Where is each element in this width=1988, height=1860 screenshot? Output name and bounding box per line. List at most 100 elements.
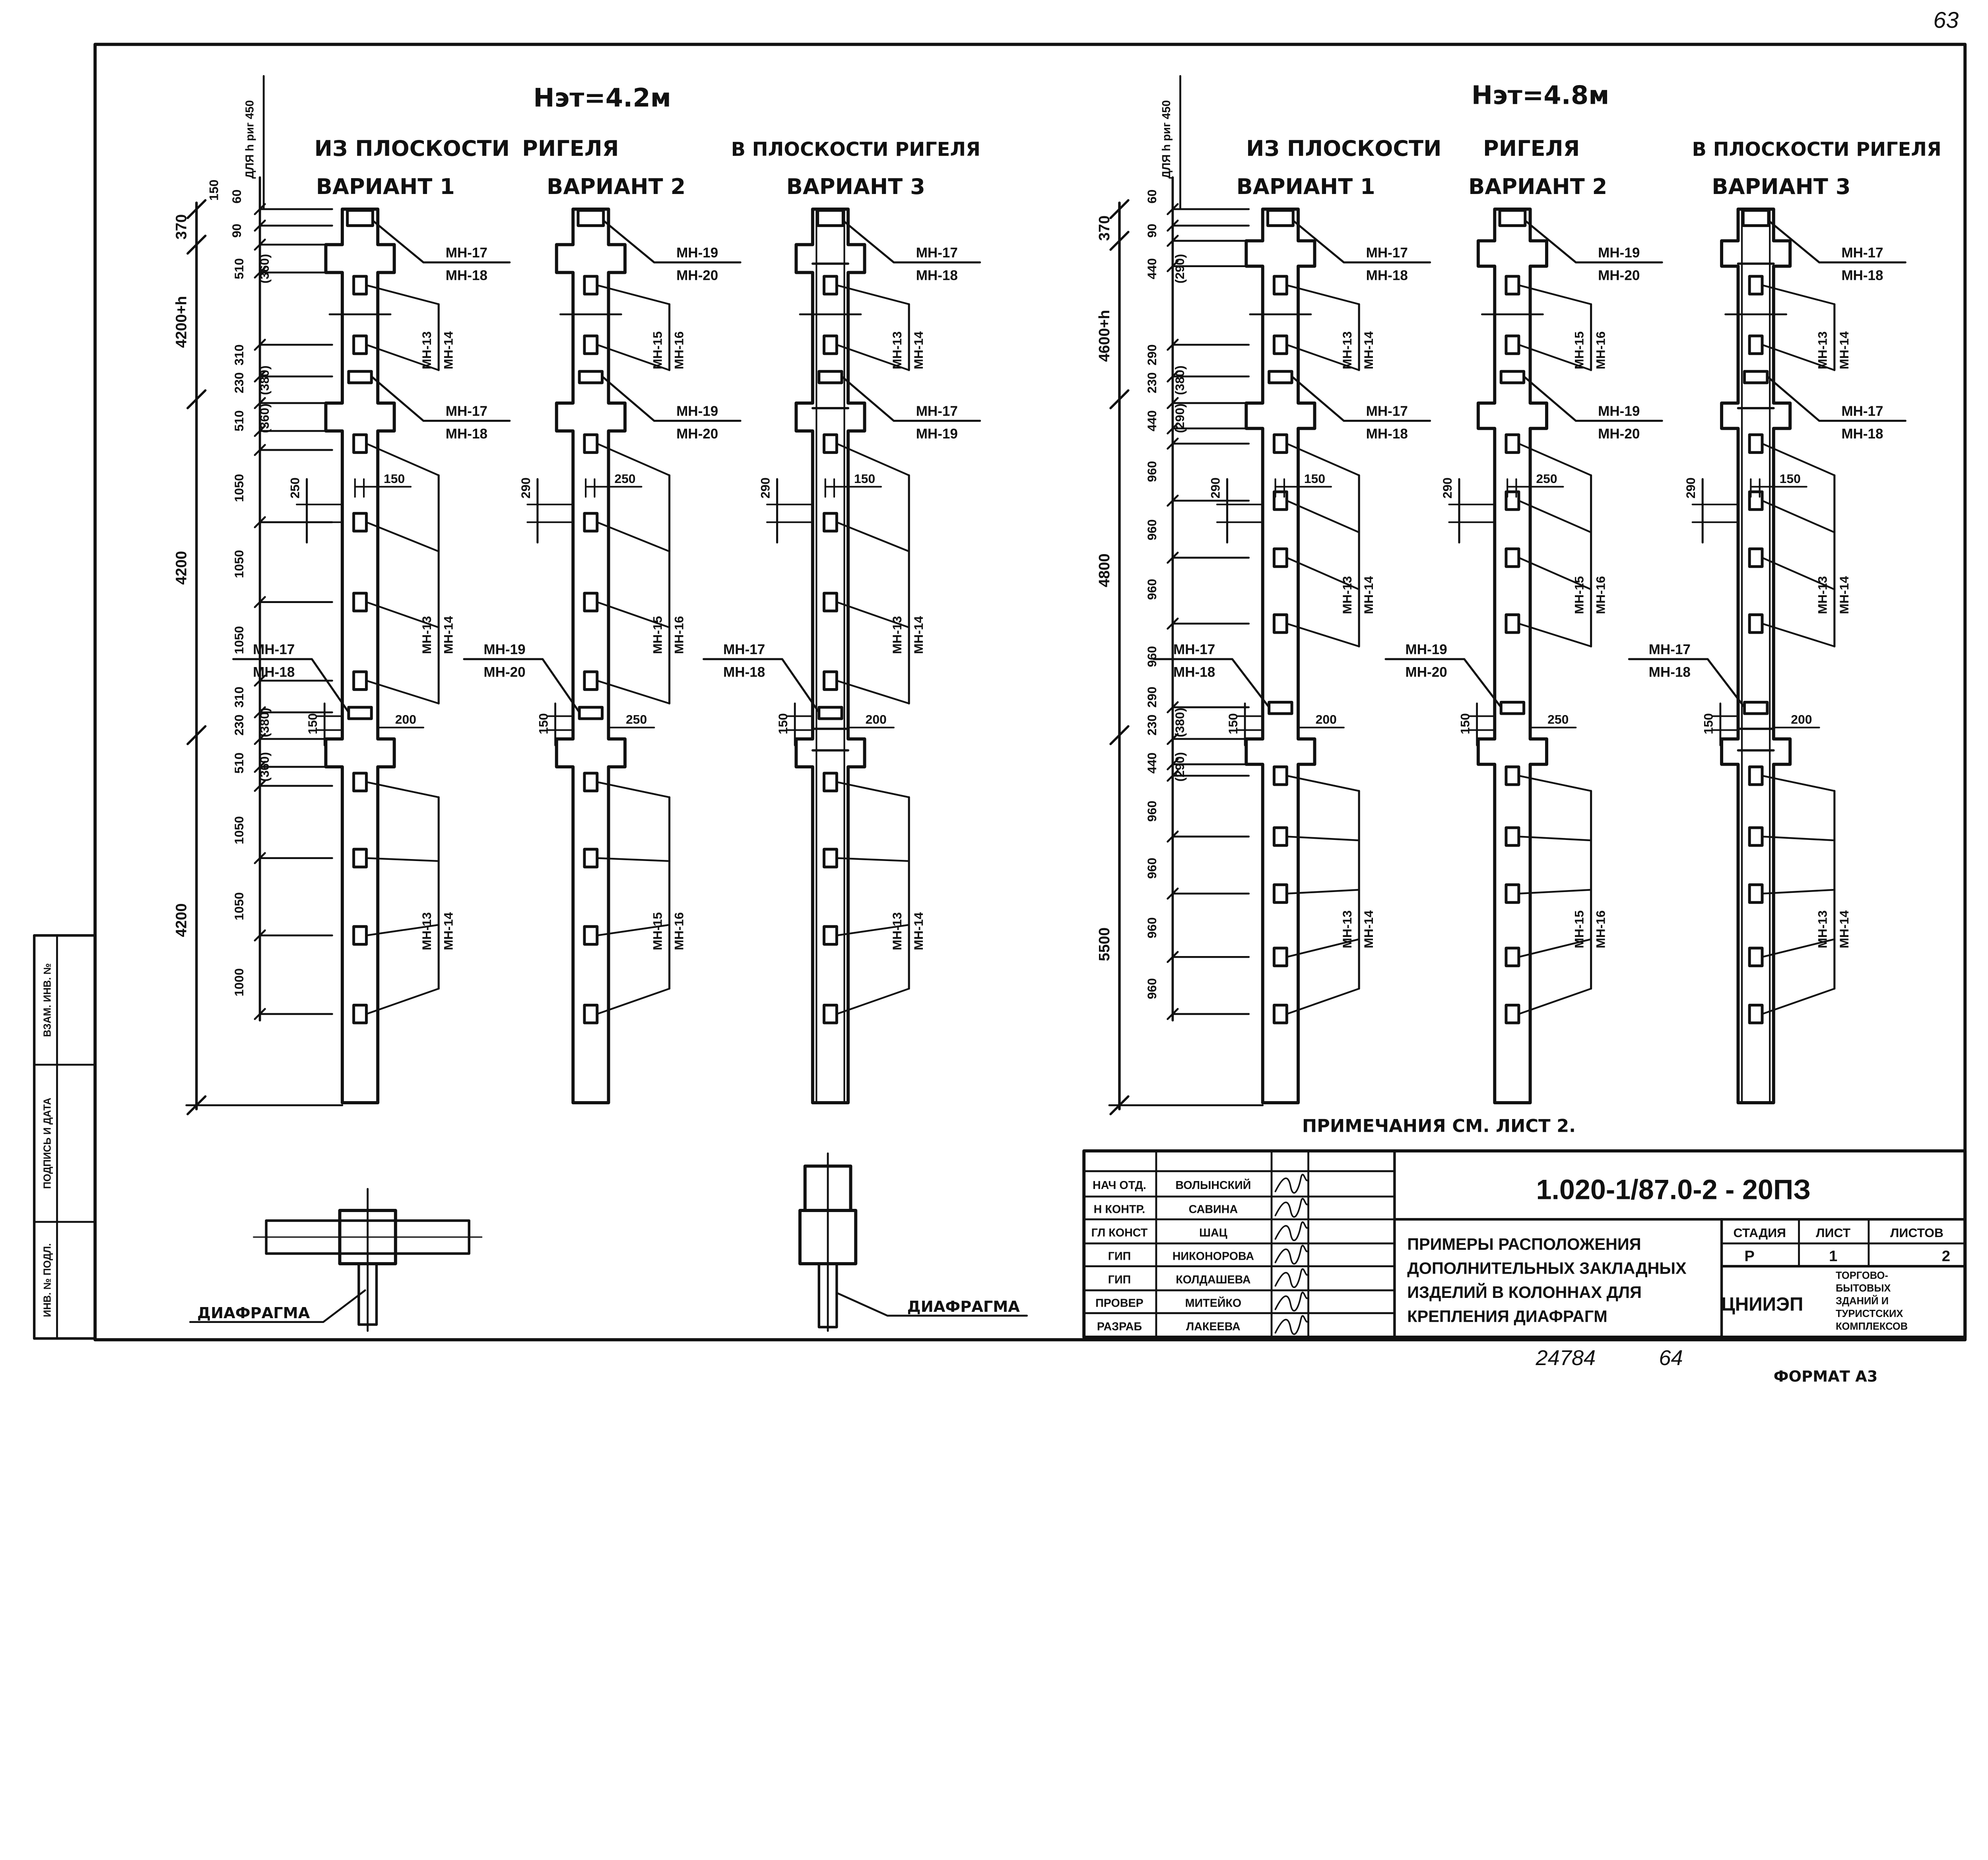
organization-subtitle-line: ЗДАНИЙ И	[1836, 1295, 1889, 1307]
leader-line	[1518, 889, 1592, 895]
mark-label: МН-17	[446, 245, 487, 260]
embedded-plate	[1748, 883, 1764, 904]
dimension-tick	[1167, 951, 1179, 963]
leader-line	[371, 219, 511, 264]
mark-label: МН-14	[1361, 576, 1376, 614]
leader-line	[596, 680, 670, 704]
dimension-label: 290	[518, 477, 533, 498]
leader-line	[596, 987, 670, 1015]
embedded-plate	[823, 433, 838, 454]
embedded-plate	[823, 275, 838, 296]
dimension-label: 200	[1791, 712, 1812, 727]
detail-diaphragm	[817, 1262, 838, 1329]
mark-label: МН-13	[419, 912, 434, 950]
embedded-plate	[1748, 275, 1764, 296]
mark-label: МН-17	[1649, 642, 1691, 657]
mark-label: МН-17	[723, 642, 765, 657]
embedded-plate	[352, 334, 368, 355]
organization: ЦНИИЭП	[1721, 1294, 1804, 1315]
mark-label: МН-20	[1598, 268, 1640, 283]
leader-line	[596, 284, 670, 305]
mark-label: МН-17	[1841, 245, 1883, 260]
diaphragm-label-left: ДИАФРАГМА	[197, 1304, 310, 1322]
mark-label: МН-17	[1366, 245, 1408, 260]
staff-name: ВОЛЫНСКИЙ	[1175, 1178, 1251, 1192]
mark-label: МН-19	[676, 245, 718, 260]
leader-line	[1524, 219, 1663, 264]
mark-label: МН-19	[676, 403, 718, 419]
leader-line	[1153, 658, 1270, 708]
mark-label: МН-18	[446, 268, 487, 283]
leader-line	[1761, 623, 1836, 648]
detail-sketch-right: ДИАФРАГМА	[798, 1152, 1028, 1332]
heading-out-of-plane-left: ИЗ ПЛОСКОСТИ	[315, 136, 510, 161]
leader-line	[836, 987, 910, 1015]
sheet-description-line: ДОПОЛНИТЕЛЬНЫХ ЗАКЛАДНЫХ	[1407, 1259, 1687, 1277]
leader-line	[1384, 658, 1502, 708]
embedded-plate	[352, 275, 368, 296]
mark-label: МН-15	[650, 912, 664, 950]
dimension-tick	[254, 425, 266, 437]
embedded-plate-flat	[347, 706, 373, 720]
dimension-label: 150	[1226, 713, 1240, 734]
mark-label: МН-16	[1594, 910, 1608, 948]
leader-line	[365, 680, 440, 704]
mark-label: МН-14	[441, 912, 455, 950]
variant-title: ВАРИАНТ 3	[1712, 174, 1850, 199]
leader-line	[1761, 775, 1836, 792]
dimension-label: 150	[305, 713, 320, 734]
inner-dimension-label: 150	[206, 180, 221, 201]
embedded-plate	[352, 592, 368, 613]
outer-dimension-label: 4200	[173, 903, 190, 937]
embedded-plate-top	[346, 209, 374, 227]
embedded-plate-flat	[578, 370, 604, 384]
dimension-tick	[1167, 830, 1179, 843]
dimension-tick	[1167, 219, 1179, 232]
leader-line	[596, 344, 670, 371]
dimension-tick	[1167, 701, 1179, 714]
staff-role: Н КОНТР.	[1094, 1203, 1145, 1216]
inner-dimension-label: 230	[232, 372, 246, 393]
inner-dimension-label: (360)	[257, 752, 272, 782]
embedded-plate	[1505, 946, 1520, 968]
leader-line	[601, 375, 742, 422]
dimension-label: 150	[1458, 713, 1472, 734]
embedded-plate	[1505, 826, 1520, 847]
leader-line	[1286, 500, 1360, 533]
mark-label: МН-19	[1598, 245, 1640, 260]
mark-label: МН-18	[1173, 665, 1215, 680]
outer-dimension-label: 4800	[1096, 553, 1113, 587]
dimension-label: 200	[1316, 712, 1337, 727]
mark-label: МН-18	[1841, 268, 1883, 283]
inner-dimension-label: (360)	[257, 254, 272, 283]
inner-dimension-label: (290)	[1173, 254, 1187, 283]
mark-label: МН-15	[650, 331, 664, 369]
inner-dimension-label: 60	[1145, 189, 1159, 203]
dimension-label: 150	[854, 471, 875, 486]
inner-dimension-label: (360)	[257, 403, 272, 433]
dimension-tick	[254, 780, 266, 792]
embedded-plate	[583, 848, 599, 869]
embedded-plate	[583, 1003, 599, 1024]
embedded-plate	[352, 433, 368, 454]
mark-label: МН-19	[1405, 642, 1447, 657]
variant-title: ВАРИАНТ 1	[316, 174, 455, 199]
leader-line	[365, 857, 440, 862]
mark-label: МН-18	[723, 665, 765, 680]
inner-dimension-label: 960	[1145, 978, 1159, 999]
inner-dimension-label: (380)	[1173, 365, 1187, 395]
side-stamp-inventory: ИНВ. № ПОДЛ.	[42, 1243, 53, 1317]
embedded-plate-top	[816, 209, 845, 227]
leader-line	[1518, 836, 1592, 842]
embedded-plate	[583, 275, 599, 296]
leader-line	[1286, 442, 1360, 476]
embedded-plate-top	[1266, 209, 1295, 227]
mark-label: МН-18	[446, 426, 487, 442]
mark-label: МН-19	[916, 426, 958, 442]
dimension-tick	[254, 596, 266, 608]
mark-label: МН-16	[672, 912, 686, 950]
dimension-tick	[1167, 733, 1179, 745]
dimension-label: 200	[866, 712, 887, 727]
embedded-plate	[1505, 883, 1520, 904]
dimension-tick	[1167, 397, 1179, 409]
